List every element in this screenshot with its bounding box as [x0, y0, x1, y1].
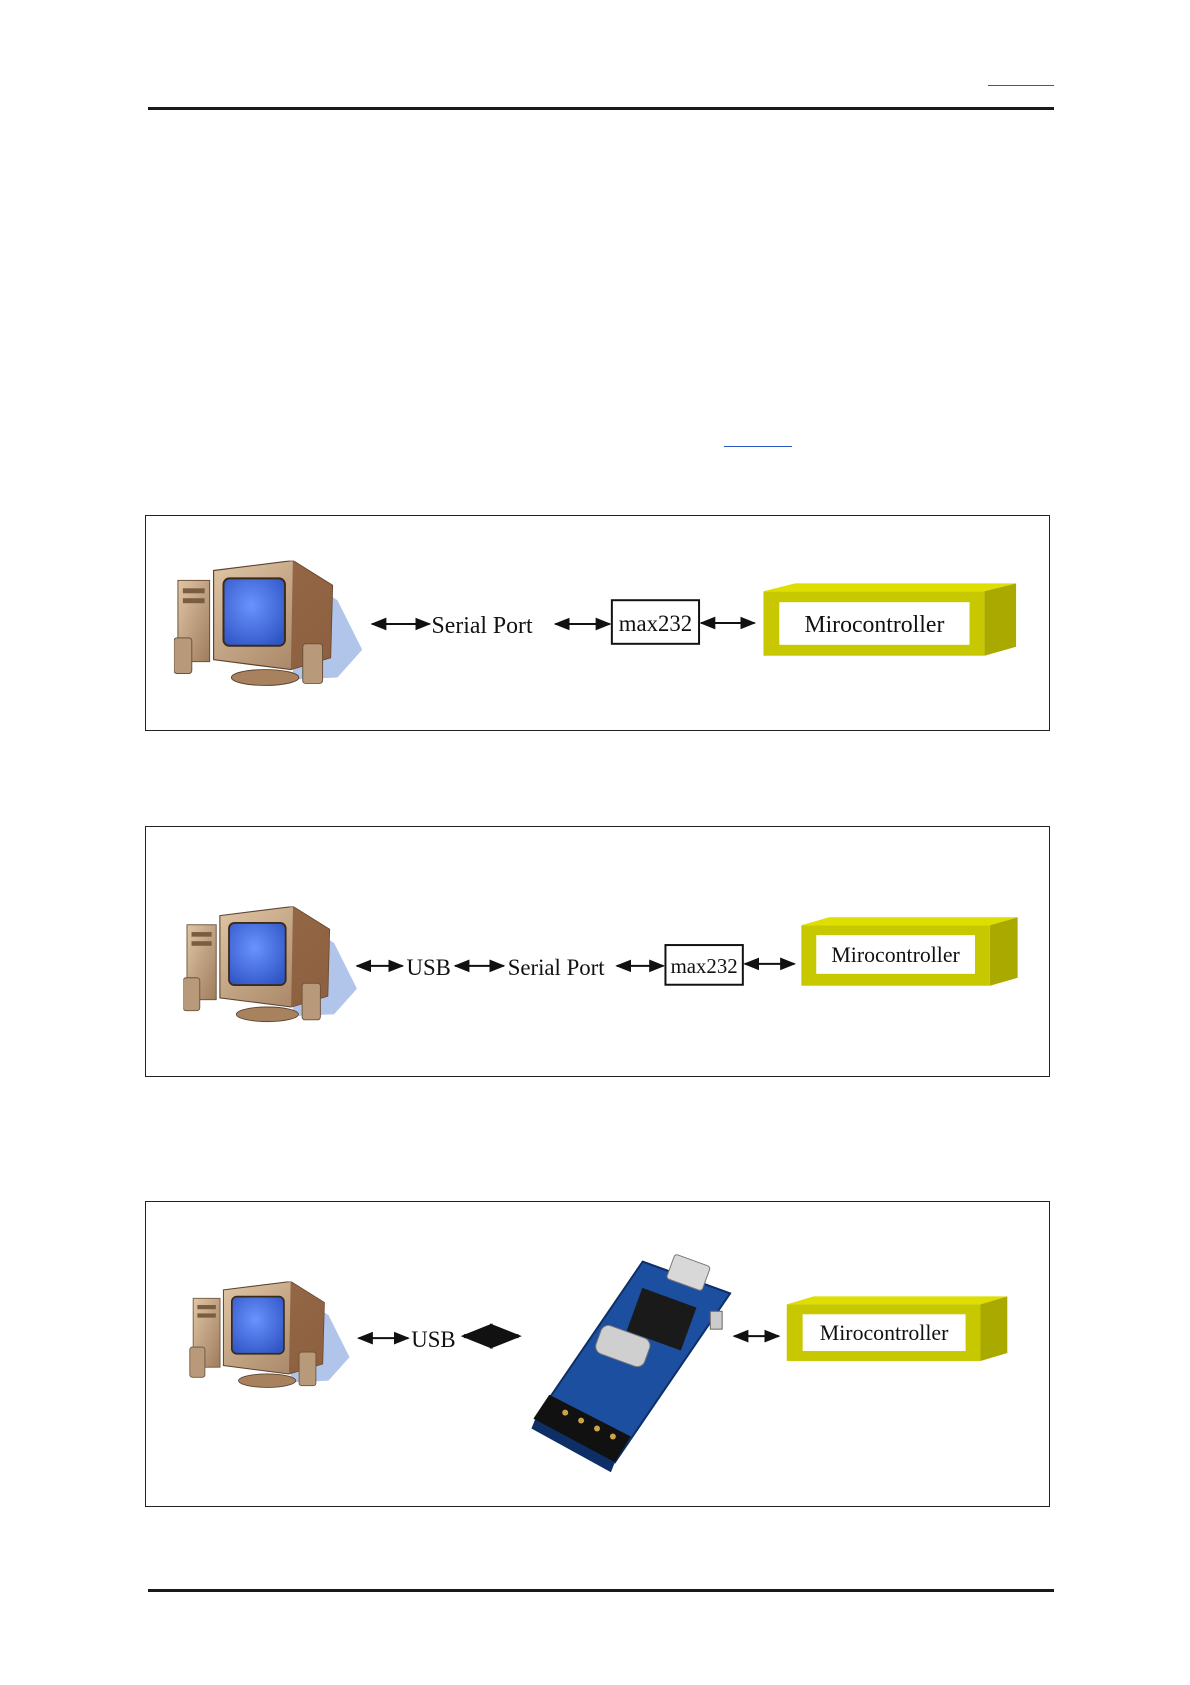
usb-label: USB: [407, 955, 451, 980]
microcontroller-label: Mirocontroller: [820, 1321, 949, 1345]
header-rule: [148, 107, 1054, 110]
diagram-usb-adapter: USB Mirocontroller: [145, 1201, 1050, 1507]
microcontroller-label: Mirocontroller: [804, 612, 944, 638]
microcontroller-block: Mirocontroller: [786, 1296, 1008, 1361]
footer-rule: [148, 1589, 1054, 1592]
computer-icon: [173, 560, 363, 687]
header-link[interactable]: [988, 85, 1054, 86]
usb-serial-adapter-board: [531, 1254, 732, 1473]
diagram-usb-serial-max232: USB Serial Port max232 Mirocontroller: [145, 826, 1050, 1077]
text-link[interactable]: [724, 446, 792, 447]
computer-icon: [188, 1281, 351, 1389]
serial-port-label: Serial Port: [432, 613, 533, 639]
usb-label: USB: [411, 1327, 455, 1352]
microcontroller-block: Mirocontroller: [801, 917, 1018, 986]
max232-box: [610, 599, 701, 645]
microcontroller-label: Mirocontroller: [831, 943, 960, 967]
max232-box: [664, 944, 744, 986]
diagram-serial-max232: Serial Port max232 Mirocontroller: [145, 515, 1050, 731]
max232-label: max232: [671, 954, 738, 978]
microcontroller-block: Mirocontroller: [763, 583, 1017, 656]
max232-label: max232: [619, 611, 692, 636]
serial-port-label: Serial Port: [508, 955, 606, 980]
computer-icon: [183, 906, 357, 1023]
